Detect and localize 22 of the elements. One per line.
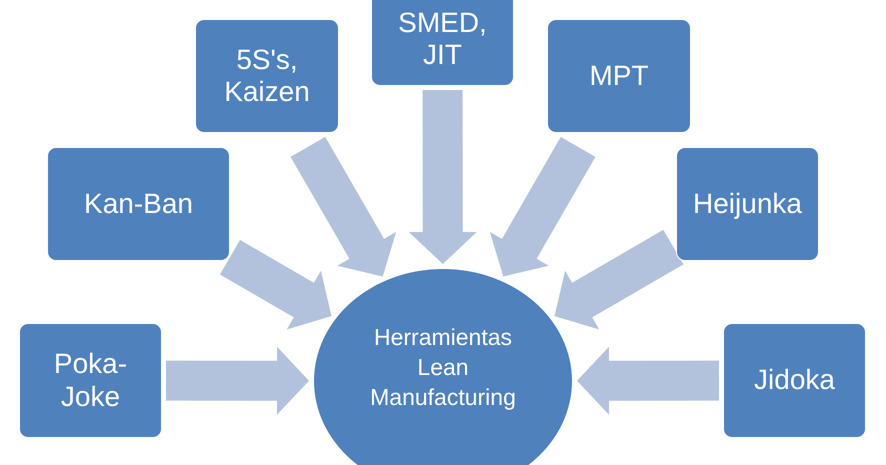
- block-arrow: [408, 90, 477, 264]
- node-label: Poka-Joke: [52, 348, 128, 413]
- topic-card: [195, 19, 339, 133]
- topic-card: [19, 323, 162, 438]
- topic-card: [723, 323, 866, 438]
- node-label: Jidoka: [754, 364, 835, 397]
- block-arrow: [554, 230, 684, 330]
- block-arrow: [490, 136, 596, 277]
- node-label: SMED, JIT: [397, 6, 488, 72]
- node-label: 5S's, Kaizen: [223, 44, 311, 108]
- topic-card: [547, 19, 691, 133]
- node-label: Heijunka: [693, 188, 802, 220]
- block-arrow: [220, 240, 332, 330]
- node-label: Herramientas Lean Manufacturing: [369, 323, 517, 412]
- node-label: MPT: [589, 60, 649, 92]
- topic-card: [676, 147, 819, 261]
- block-arrow: [577, 346, 720, 415]
- topic-card: [47, 147, 230, 261]
- topic-card: [371, 0, 514, 86]
- block-arrow: [290, 136, 396, 277]
- block-arrow: [166, 346, 309, 415]
- node-label: Kan-Ban: [84, 188, 193, 220]
